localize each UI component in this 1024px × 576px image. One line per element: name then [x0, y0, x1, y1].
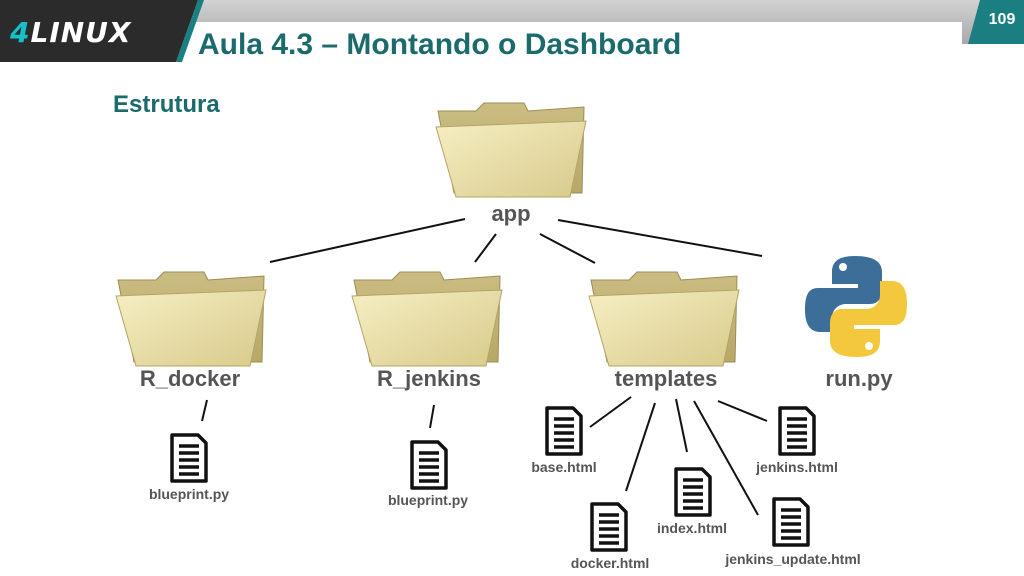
logo-background: [0, 0, 198, 62]
document-icon: [410, 440, 448, 490]
page-number: 109: [988, 11, 1016, 28]
brand-logo: 4LINUX: [10, 16, 132, 49]
file-label: docker.html: [570, 555, 650, 571]
document-icon: [778, 406, 816, 456]
document-icon: [674, 467, 712, 517]
tree-connectors: [201, 218, 768, 516]
file-label: index.html: [656, 520, 728, 536]
node-label-run-py: run.py: [825, 366, 893, 391]
header-bar: [150, 0, 1024, 44]
folder-icon: [588, 271, 740, 367]
page-title: Aula 4.3 – Montando o Dashboard: [198, 28, 682, 61]
document-icon: [772, 497, 810, 547]
logo-stripe: [176, 0, 204, 62]
file-label: blueprint.py: [387, 492, 469, 508]
section-title: Estrutura: [113, 91, 220, 118]
file-label: blueprint.py: [148, 486, 230, 502]
node-label-templates: templates: [614, 366, 718, 391]
document-icon: [545, 406, 583, 456]
python-logo-icon: [805, 256, 907, 357]
logo-word: LINUX: [30, 16, 132, 49]
file-label: jenkins_update.html: [725, 551, 861, 567]
node-label-app: app: [491, 201, 531, 226]
node-label-r-docker: R_docker: [139, 366, 241, 391]
document-icon: [590, 502, 628, 552]
page-number-badge: [968, 0, 1024, 44]
folder-icon: [435, 102, 587, 198]
folder-icon: [115, 271, 267, 367]
file-label: base.html: [531, 459, 597, 475]
logo-digit: 4: [10, 16, 31, 49]
folder-icon: [351, 271, 503, 367]
file-label: jenkins.html: [756, 459, 838, 475]
node-label-r-jenkins: R_jenkins: [377, 366, 481, 391]
document-icon: [170, 433, 208, 483]
